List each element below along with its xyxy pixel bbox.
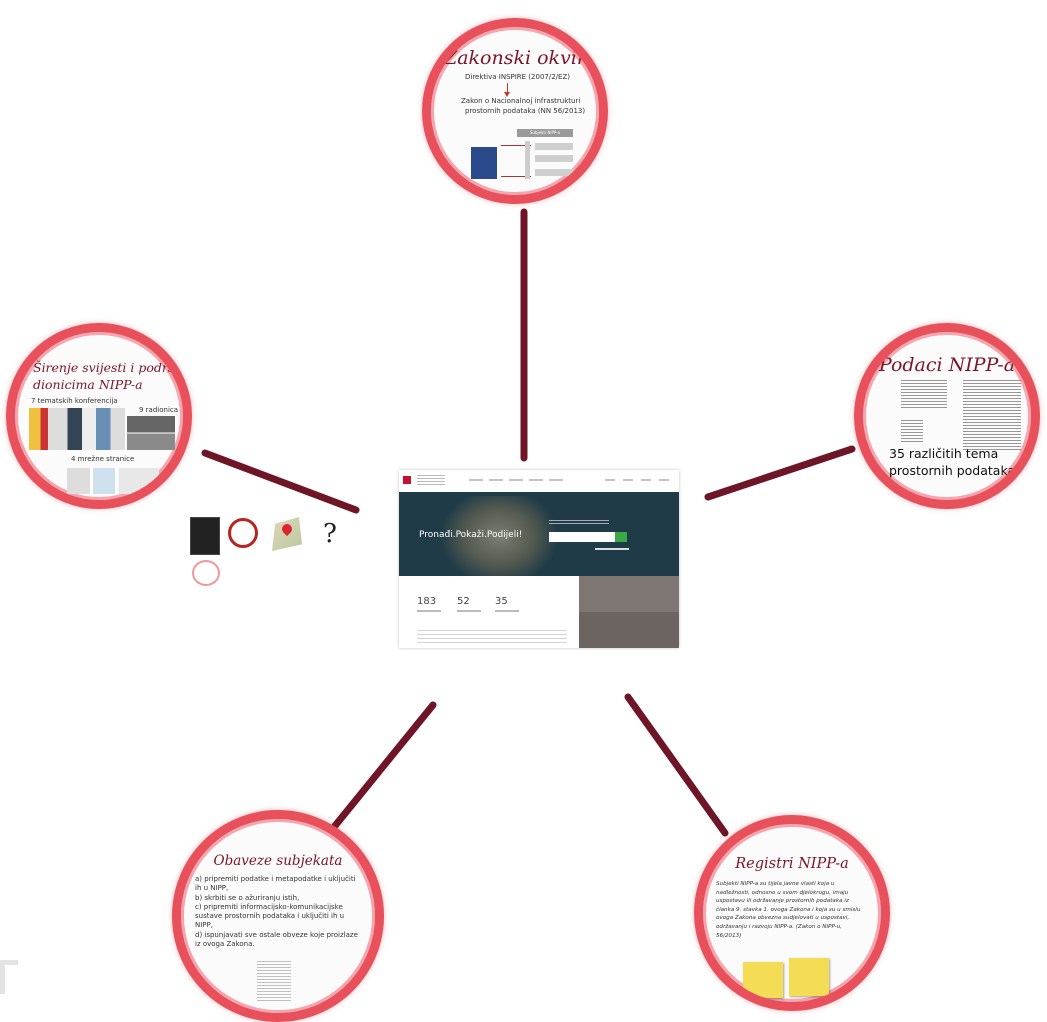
- website-thumbnails: [67, 468, 159, 494]
- connector-right: [704, 445, 856, 501]
- connector-bottom-right: [624, 693, 729, 837]
- stat-label: [457, 610, 481, 612]
- description-line: održavanju i razvoju NIPP-a. (Zakon o NI…: [716, 923, 842, 930]
- clipboard-icon[interactable]: [190, 517, 220, 555]
- connector-left: [201, 449, 360, 514]
- themes-count-text: 35 različitih tema: [889, 446, 999, 461]
- law-text-line1: Zakon o Nacionalnoj infrastrukturi: [461, 97, 581, 105]
- node-zakonski-okvir[interactable]: Zakonski okvir Direktiva INSPIRE (2007/2…: [422, 18, 608, 204]
- node-obaveze-subjekata[interactable]: Obaveze subjekata a) pripremiti podatke …: [172, 810, 384, 1022]
- search-button[interactable]: [615, 532, 627, 542]
- description-line: 56/2013): [716, 932, 742, 939]
- obligation-line: a) pripremiti podatke i metapodatke i uk…: [195, 875, 356, 883]
- obligation-line: b) skrbiti se o ažuriranju istih,: [195, 893, 300, 902]
- conference-thumbnails: [29, 408, 125, 450]
- arrow-head-icon: [504, 92, 510, 97]
- description-line: uspostavu ili održavanje prostornih poda…: [716, 898, 849, 905]
- node-podaci-nipp[interactable]: Podaci NIPP-a 35 različitih tema prostor…: [854, 323, 1040, 509]
- data-themes-list: [901, 380, 1027, 452]
- obligation-line: iz ovoga Zakona.: [195, 940, 255, 949]
- node-registri-nipp[interactable]: Registri NIPP-a Subjekti NIPP-a su tijel…: [694, 815, 890, 1011]
- description-line: Subjekti NIPP-a su tijela javne vlasti k…: [716, 881, 835, 887]
- obligation-line: ih u NIPP,: [195, 884, 229, 893]
- diagram-box-2: [535, 155, 573, 162]
- diagram-column: [525, 141, 530, 179]
- eu-flag-thumb: [471, 147, 497, 179]
- law-text-line2: prostornih podataka (NN 56/2013): [465, 107, 586, 115]
- description-line: nadležnosti, odnosno u svom djelokrugu, …: [716, 889, 849, 896]
- side-panel-2[interactable]: [579, 612, 679, 648]
- stat-label: [417, 610, 441, 612]
- websites-text: 4 mrežne stranice: [71, 455, 135, 463]
- directive-text: Direktiva INSPIRE (2007/2/EZ): [465, 73, 570, 81]
- obligation-line: sustave prostornih podataka i uključiti …: [195, 912, 345, 921]
- obligations-list: a) pripremiti podatke i metapodatke i uk…: [195, 875, 358, 949]
- header-right: [605, 479, 671, 481]
- stat-number: 35: [495, 596, 508, 607]
- node-title-line2: dionicima NIPP-a: [33, 377, 143, 392]
- conferences-text: 7 tematskih konferencija: [31, 397, 118, 405]
- hero-tagline: Pronađi.Pokaži.Podijeli!: [419, 530, 523, 540]
- connector-bottom-left: [326, 701, 437, 836]
- node-title: Obaveze subjekata: [213, 853, 343, 869]
- arrow-down-icon: [507, 83, 508, 95]
- workshop-thumbnails: [127, 416, 175, 450]
- sticky-note-1: [743, 962, 783, 998]
- node-title: Zakonski okvir: [444, 47, 586, 69]
- site-header: [399, 470, 679, 492]
- themes-text: prostornih podataka: [889, 463, 1016, 478]
- people-icon[interactable]: [192, 560, 220, 586]
- diagram-box-3: [535, 169, 573, 176]
- obligation-line: NIPP,: [195, 921, 213, 930]
- obligation-line: d) ispunjavati sve ostale obveze koje pr…: [195, 930, 358, 939]
- document-thumbnail: [257, 961, 291, 1001]
- description-line: ovoga Zakona obvezna sudjelovati u uspos…: [716, 915, 850, 922]
- prezi-watermark-icon: [0, 960, 18, 994]
- node-sirenje-svijesti[interactable]: Širenje svijesti i podrška dionicima NIP…: [6, 323, 192, 509]
- node-title-line1: Širenje svijesti i podrška: [33, 360, 190, 375]
- obligation-line: c) pripremiti informacijsko-komunikacijs…: [195, 902, 343, 911]
- site-hero: Pronađi.Pokaži.Podijeli!: [399, 492, 679, 576]
- question-marks-icon[interactable]: ?: [323, 519, 337, 549]
- heart-island-image: [439, 496, 559, 576]
- search-panel-title: [549, 520, 609, 526]
- description-line: članka 9. stavka 1. ovoga Zakona i koja …: [716, 906, 861, 913]
- side-panel-1[interactable]: [579, 576, 679, 612]
- node-title: Podaci NIPP-a: [878, 354, 1016, 376]
- stat-number: 52: [457, 596, 470, 607]
- sticky-note-2: [789, 958, 829, 996]
- diagram-head: Subjekti NIPP-a: [517, 129, 573, 137]
- header-nav: [469, 479, 565, 481]
- header-logo-text: [417, 475, 445, 485]
- diagram-box-1: [535, 143, 573, 150]
- workshops-text: 9 radionica: [139, 406, 179, 414]
- node-title: Registri NIPP-a: [735, 856, 849, 872]
- advanced-search-link[interactable]: [595, 548, 629, 550]
- intro-text: [417, 630, 567, 644]
- nipp-structure-diagram: Subjekti NIPP-a: [471, 129, 581, 185]
- geoportal-screenshot[interactable]: Pronađi.Pokaži.Podijeli! 183 52 35: [399, 470, 679, 648]
- nipp-logo: [403, 476, 411, 484]
- registri-description: Subjekti NIPP-a su tijela javne vlasti k…: [716, 880, 860, 940]
- search-input[interactable]: [549, 532, 615, 542]
- stat-label: [495, 610, 519, 612]
- clock-icon[interactable]: [228, 518, 258, 548]
- diagram-arrows: [501, 145, 531, 177]
- stat-number: 183: [417, 596, 437, 607]
